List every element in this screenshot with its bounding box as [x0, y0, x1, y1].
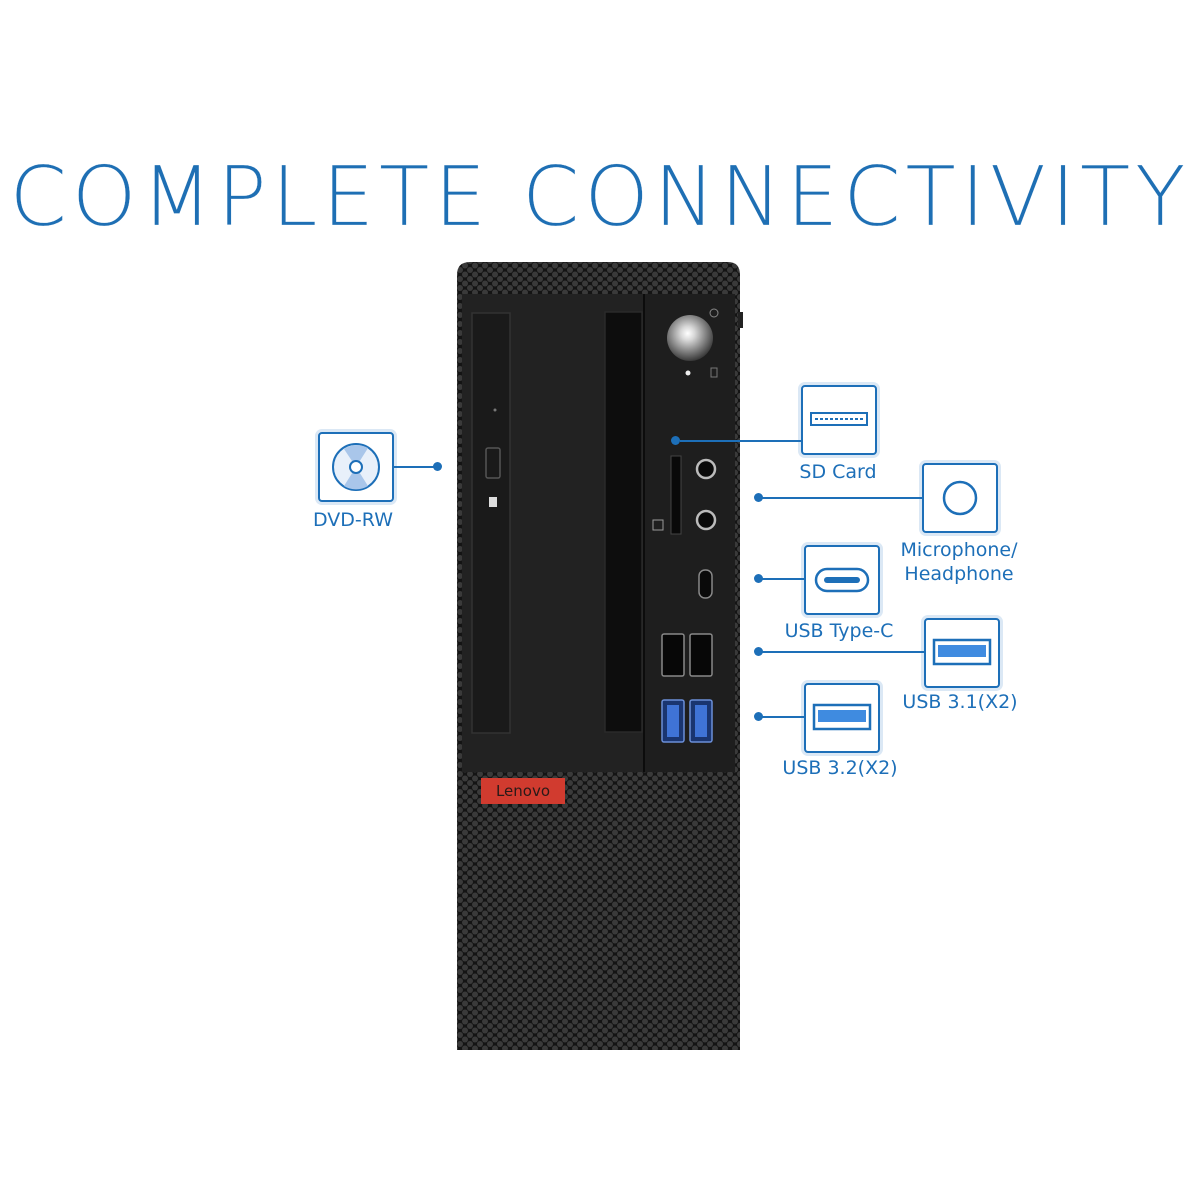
usb-c-icon: [814, 567, 870, 593]
audio-jack-icon: [942, 480, 978, 516]
sd-label: SD Card: [799, 461, 877, 483]
disc-icon: [332, 443, 380, 491]
usb-a-blue-icon: [812, 703, 872, 731]
audio-callout-box: [922, 463, 998, 533]
usb31-callout-box: [924, 618, 1000, 688]
usb32-callout-box: [804, 683, 880, 753]
usb-a-port-1: [661, 633, 685, 677]
power-button: [667, 315, 713, 361]
brand-badge: Lenovo: [481, 778, 565, 804]
usbc-label: USB Type-C: [784, 620, 894, 642]
audio-label-line2: Headphone: [904, 563, 1014, 585]
sd-card-slot: [670, 455, 682, 535]
dvd-callout-box: [318, 432, 394, 502]
usb-a-icon: [932, 638, 992, 666]
audio-jack-1: [695, 458, 717, 480]
usb-a-port-2: [689, 633, 713, 677]
audio-label-line1: Microphone/: [900, 539, 1018, 561]
usb-c-port: [698, 569, 713, 599]
dvd-label: DVD-RW: [313, 509, 393, 531]
usb32-label: USB 3.2(X2): [782, 757, 898, 779]
usbc-callout-box: [804, 545, 880, 615]
sd-card-icon: [810, 412, 868, 426]
dvd-drive: [471, 312, 511, 734]
eject-button: [485, 447, 501, 479]
audio-label: Microphone/ Headphone: [893, 538, 1025, 586]
usb31-label: USB 3.1(X2): [902, 691, 1018, 713]
sd-callout-box: [801, 385, 877, 455]
audio-jack-2: [695, 509, 717, 531]
page-title: COMPLETE CONNECTIVITY: [9, 150, 1191, 245]
